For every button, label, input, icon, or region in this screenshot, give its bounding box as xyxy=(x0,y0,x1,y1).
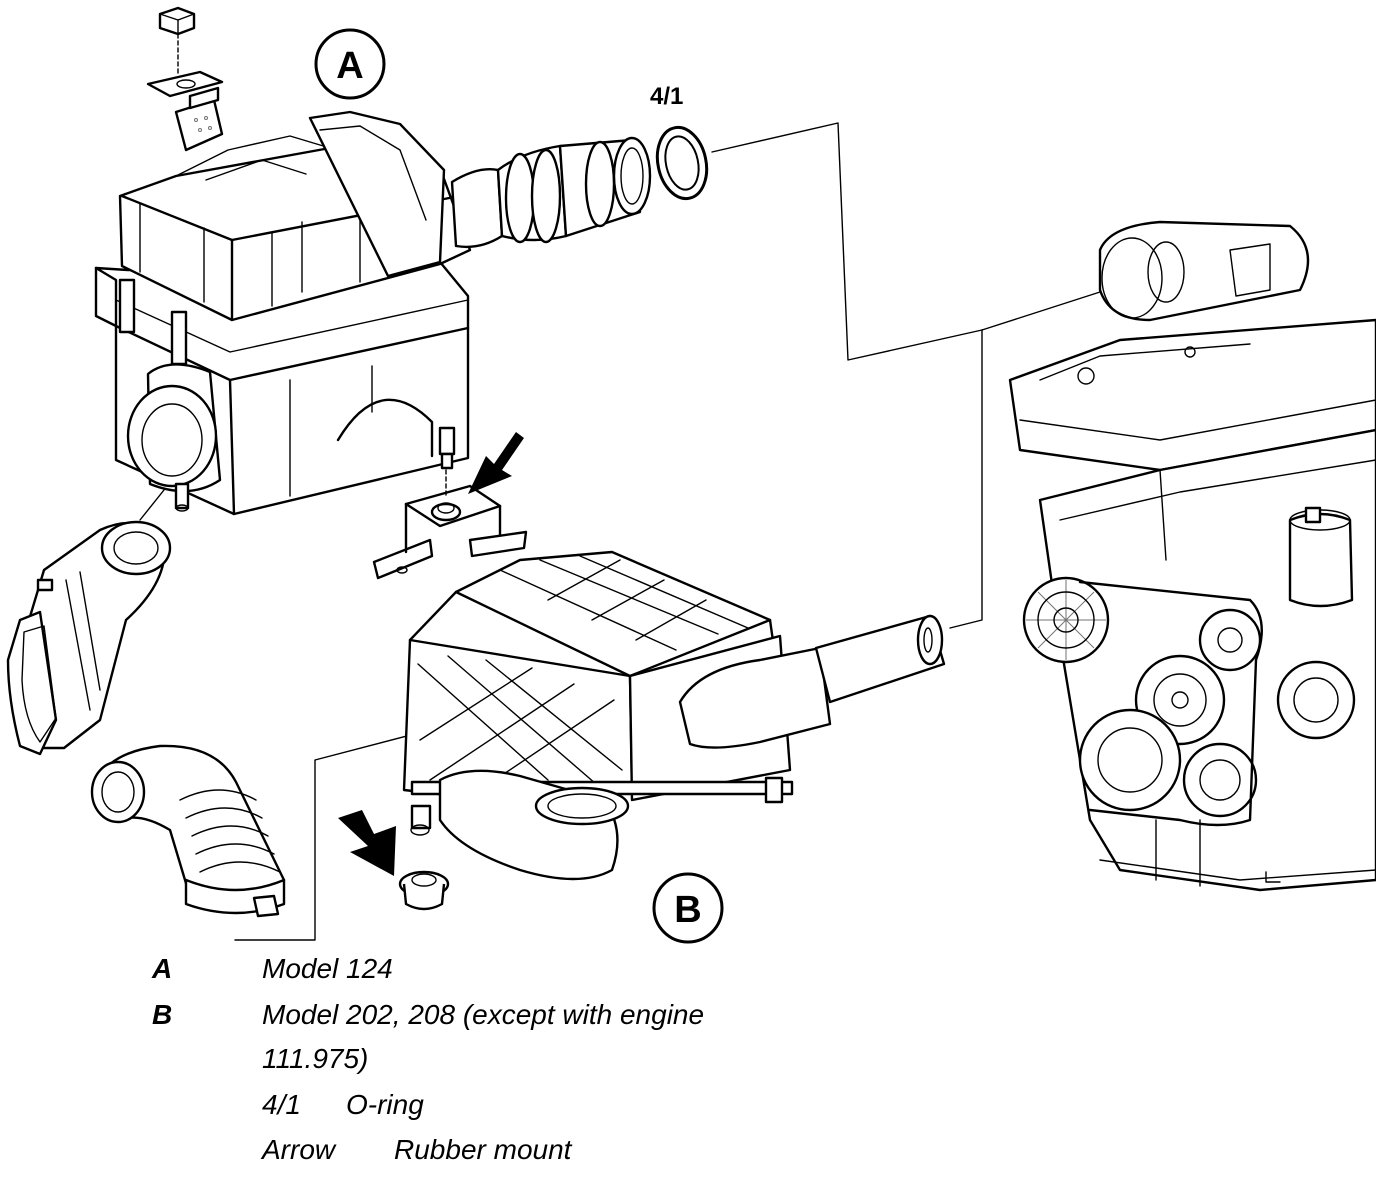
air-filter-housing-a xyxy=(94,110,652,516)
legend-text-b-line2: 111.975) xyxy=(262,1043,369,1074)
legend-key-b: B xyxy=(152,999,173,1030)
callout-b: B xyxy=(652,872,724,944)
callout-a: A xyxy=(314,28,386,100)
diagram-drawing: A B 4/1 xyxy=(6,6,1376,944)
rubber-mount-arrow-b xyxy=(338,810,396,876)
legend-text-b-line1: Model 202, 208 (except with engine xyxy=(262,999,705,1030)
engine xyxy=(1008,220,1376,892)
mounting-bracket xyxy=(372,469,528,580)
bolt-and-grommet xyxy=(146,6,224,152)
legend-text-arrow: Rubber mount xyxy=(394,1134,572,1165)
rubber-mount xyxy=(398,870,450,911)
intake-duct xyxy=(6,520,172,756)
o-ring xyxy=(655,125,709,201)
callout-b-label: B xyxy=(674,889,701,931)
legend-text-oring: O-ring xyxy=(346,1089,424,1120)
rubber-mount-arrow-a xyxy=(468,432,524,494)
legend-key-arrow: Arrow xyxy=(262,1134,336,1165)
intake-hose xyxy=(90,744,286,918)
callout-a-label: A xyxy=(336,45,363,87)
part-ref-label: 4/1 xyxy=(650,83,683,110)
legend-key-oring: 4/1 xyxy=(262,1089,301,1120)
air-filter-housing-b xyxy=(402,550,946,881)
